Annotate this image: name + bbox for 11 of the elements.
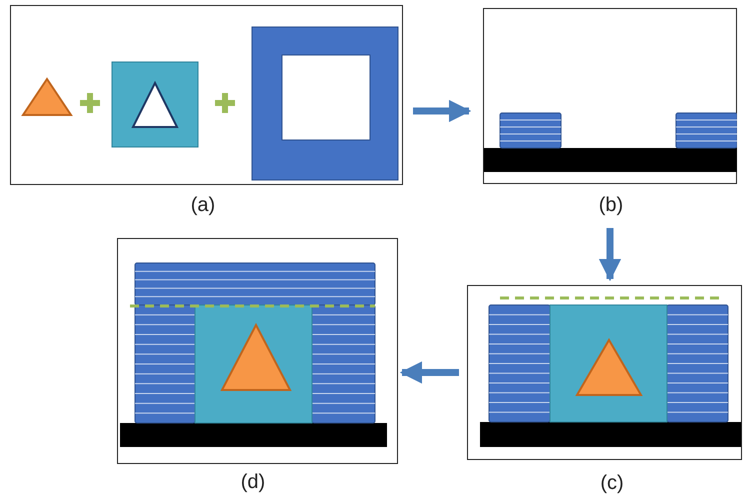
arrow (400, 361, 459, 384)
panel-frame (483, 8, 737, 184)
arrow (413, 100, 472, 122)
arrow (598, 228, 622, 282)
panel-frame (117, 238, 398, 464)
panel-label: (d) (240, 471, 266, 494)
panel-frame (10, 5, 403, 185)
panel-label: (b) (598, 194, 624, 217)
panel-label: (c) (600, 472, 624, 495)
panel-label: (a) (190, 194, 216, 217)
panel-frame (467, 285, 742, 460)
